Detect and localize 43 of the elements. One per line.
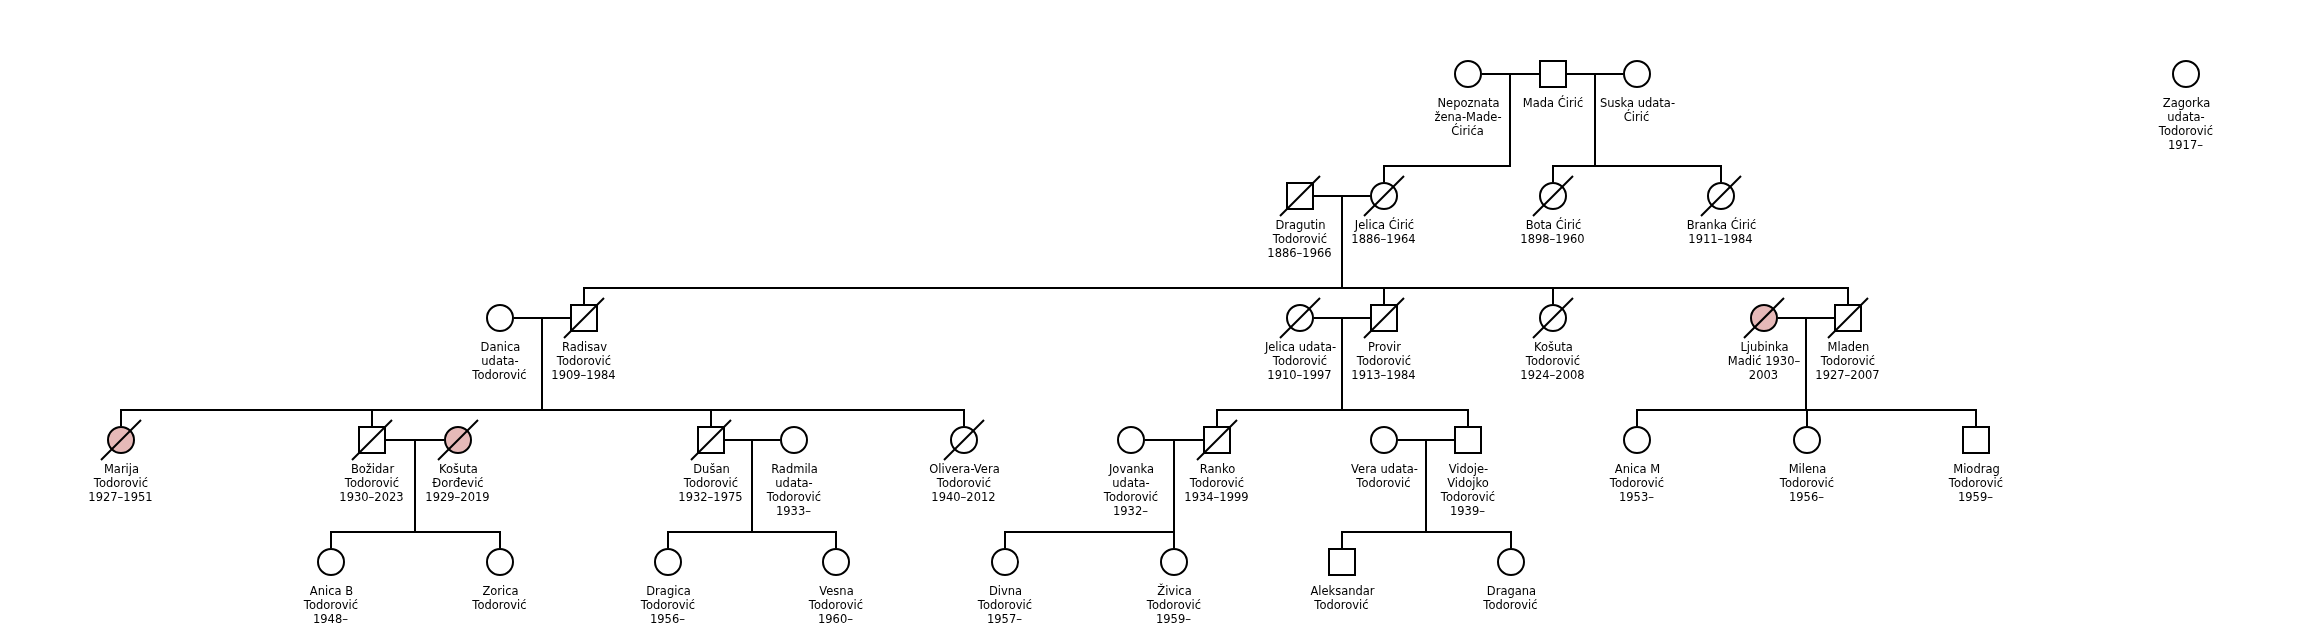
descent-line [414, 439, 501, 549]
person-name-label: Branka Ćirić 1911–1984 [1685, 218, 1757, 246]
person-name-label: Zorica Todorović [472, 584, 528, 612]
person-name-label: Ljubinka Madić 1930–2003 [1727, 340, 1801, 382]
person-name-label: Dragica Todorović 1956– [640, 584, 696, 626]
person-name-label: Mladen Todorović 1927–2007 [1815, 340, 1881, 382]
descent-line [1173, 439, 1204, 549]
person-name-label: Radmila udata-Todorović 1933– [766, 462, 822, 518]
person-name-label: Jelica udata-Todorović 1910–1997 [1263, 340, 1337, 382]
person-name-label: Dragana Todorović [1483, 584, 1539, 612]
person-name-label: Marija Todorović 1927–1951 [88, 462, 154, 504]
person-name-label: Vidoje-Vidojko Todorović 1939– [1440, 462, 1496, 518]
person-name-label: Košuta Đorđević 1929–2019 [425, 462, 491, 504]
person-name-label: Radisav Todorović 1909–1984 [551, 340, 617, 382]
person-name-label: Anica B Todorović 1948– [303, 584, 359, 626]
person-name-label: Vesna Todorović 1960– [808, 584, 864, 626]
person-name-label: Vera udata-Todorović [1350, 462, 1418, 490]
person-name-label: Miodrag Todorović 1959– [1948, 462, 2004, 504]
person-name-label: Dragutin Todorović 1886–1966 [1267, 218, 1333, 260]
descent-line [1594, 73, 1722, 183]
person-name-label: Provir Todorović 1913–1984 [1351, 340, 1417, 382]
person-name-label: Suska udata-Ćirić [1598, 96, 1676, 124]
descent-line [1425, 439, 1512, 549]
person-name-label: Živica Todorović 1959– [1146, 584, 1202, 626]
person-name-label: Dušan Todorović 1932–1975 [678, 462, 744, 504]
person-name-label: Anica M Todorović 1953– [1609, 462, 1665, 504]
person-name-label: Zagorka udata-Todorović 1917– [2158, 96, 2214, 152]
person-name-label: Divna Todorović 1957– [977, 584, 1033, 626]
descent-line [1383, 73, 1540, 183]
person-name-label: Ranko Todorović 1934–1999 [1184, 462, 1250, 504]
person-name-label: Bota Ćirić 1898–1960 [1520, 218, 1586, 246]
person-name-label: Milena Todorović 1956– [1779, 462, 1835, 504]
descent-line [1341, 317, 1469, 427]
person-name-label: Jelica Ćirić 1886–1964 [1351, 218, 1417, 246]
person-name-label: Danica udata-Todorović [472, 340, 528, 382]
person-name-label: Aleksandar Todorović [1309, 584, 1375, 612]
person-name-label: Božidar Todorović 1930–2023 [339, 462, 405, 504]
person-name-label: Košuta Todorović 1924–2008 [1520, 340, 1586, 382]
person-name-label: Mada Ćirić [1521, 96, 1585, 110]
person-name-label: Nepoznata žena-Made-Ćirića [1434, 96, 1502, 138]
person-name-label: Jovanka udata-Todorović 1932– [1103, 462, 1159, 518]
person-name-label: Olivera-Vera Todorović 1940–2012 [928, 462, 1000, 504]
descent-line [751, 439, 837, 549]
